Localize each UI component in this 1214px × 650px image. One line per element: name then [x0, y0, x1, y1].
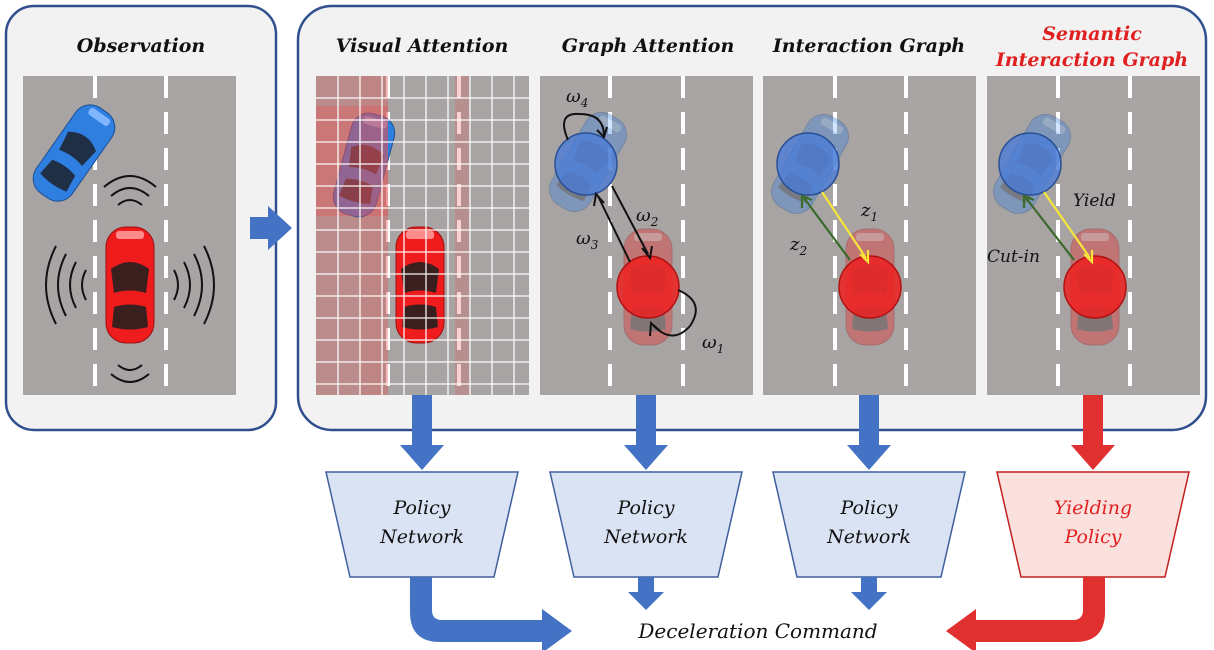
arrow-to-command: [628, 577, 664, 610]
sensor-waves-icon: [45, 175, 215, 383]
svg-text:Network: Network: [603, 526, 688, 548]
omega-4-label: ω4: [566, 86, 588, 110]
attention-grid: [316, 76, 529, 395]
arrow-observation-to-attention: [250, 206, 292, 250]
graph-attention-title: Graph Attention: [562, 35, 735, 57]
graph-edges: [563, 112, 697, 337]
red-vehicle-node: [838, 255, 902, 319]
edge-cut-in: [1025, 197, 1075, 261]
svg-text:Network: Network: [379, 526, 464, 548]
interaction-graph-panel: Interaction Graph z1 z2: [763, 35, 976, 395]
red-car-icon: [395, 226, 445, 344]
semantic-title-line2: Interaction Graph: [995, 49, 1188, 71]
svg-text:Policy: Policy: [393, 497, 451, 519]
omega-1-label: ω1: [702, 332, 724, 356]
edge-z2: [803, 197, 851, 261]
policy-network-1: Policy Network: [325, 471, 519, 578]
arrow-to-command-red: [946, 577, 1105, 650]
svg-text:Policy: Policy: [1064, 526, 1122, 548]
z2-label: z2: [789, 234, 807, 258]
visual-attention-title: Visual Attention: [336, 35, 509, 57]
policy-network-2: Policy Network: [549, 471, 743, 578]
svg-text:Policy: Policy: [840, 497, 898, 519]
svg-text:Network: Network: [826, 526, 911, 548]
visual-attention-panel: Visual Attention: [316, 35, 529, 395]
blue-vehicle-node: [776, 132, 840, 196]
svg-text:Policy: Policy: [617, 497, 675, 519]
down-arrows: [400, 395, 1115, 470]
arrow-down: [624, 395, 668, 470]
attention-column: [316, 76, 388, 395]
svg-text:Yielding: Yielding: [1054, 497, 1132, 519]
arrow-down: [1071, 395, 1115, 470]
semantic-title-line1: Semantic: [1042, 23, 1142, 45]
red-car-icon: [105, 226, 155, 344]
policy-network-3: Policy Network: [772, 471, 966, 578]
deceleration-command-label: Deceleration Command: [637, 619, 877, 643]
observation-panel: Observation: [4, 4, 278, 432]
arrow-to-command: [410, 577, 572, 650]
red-vehicle-node: [616, 255, 680, 319]
arrow-to-command: [851, 577, 887, 610]
arrow-down: [400, 395, 444, 470]
observation-title: Observation: [77, 35, 205, 57]
yielding-policy: Yielding Policy: [996, 471, 1190, 578]
z1-label: z1: [860, 200, 878, 224]
edge-z1: [821, 191, 867, 259]
edge-yield: [1043, 191, 1091, 259]
red-vehicle-node: [1063, 255, 1127, 319]
cut-in-label: Cut-in: [987, 247, 1040, 267]
yield-label: Yield: [1073, 191, 1116, 211]
blue-vehicle-node: [998, 132, 1062, 196]
graph-attention-panel: Graph Attention ω4 ω2 ω3 ω1: [540, 35, 753, 395]
omega-2-label: ω2: [636, 205, 658, 229]
semantic-interaction-graph-panel: Semantic Interaction Graph Yield Cut-in: [986, 23, 1200, 395]
blue-vehicle-node: [554, 132, 618, 196]
arrow-down: [847, 395, 891, 470]
omega-3-label: ω3: [576, 228, 599, 252]
interaction-graph-title: Interaction Graph: [772, 35, 965, 57]
attention-hotspot: [316, 106, 388, 216]
